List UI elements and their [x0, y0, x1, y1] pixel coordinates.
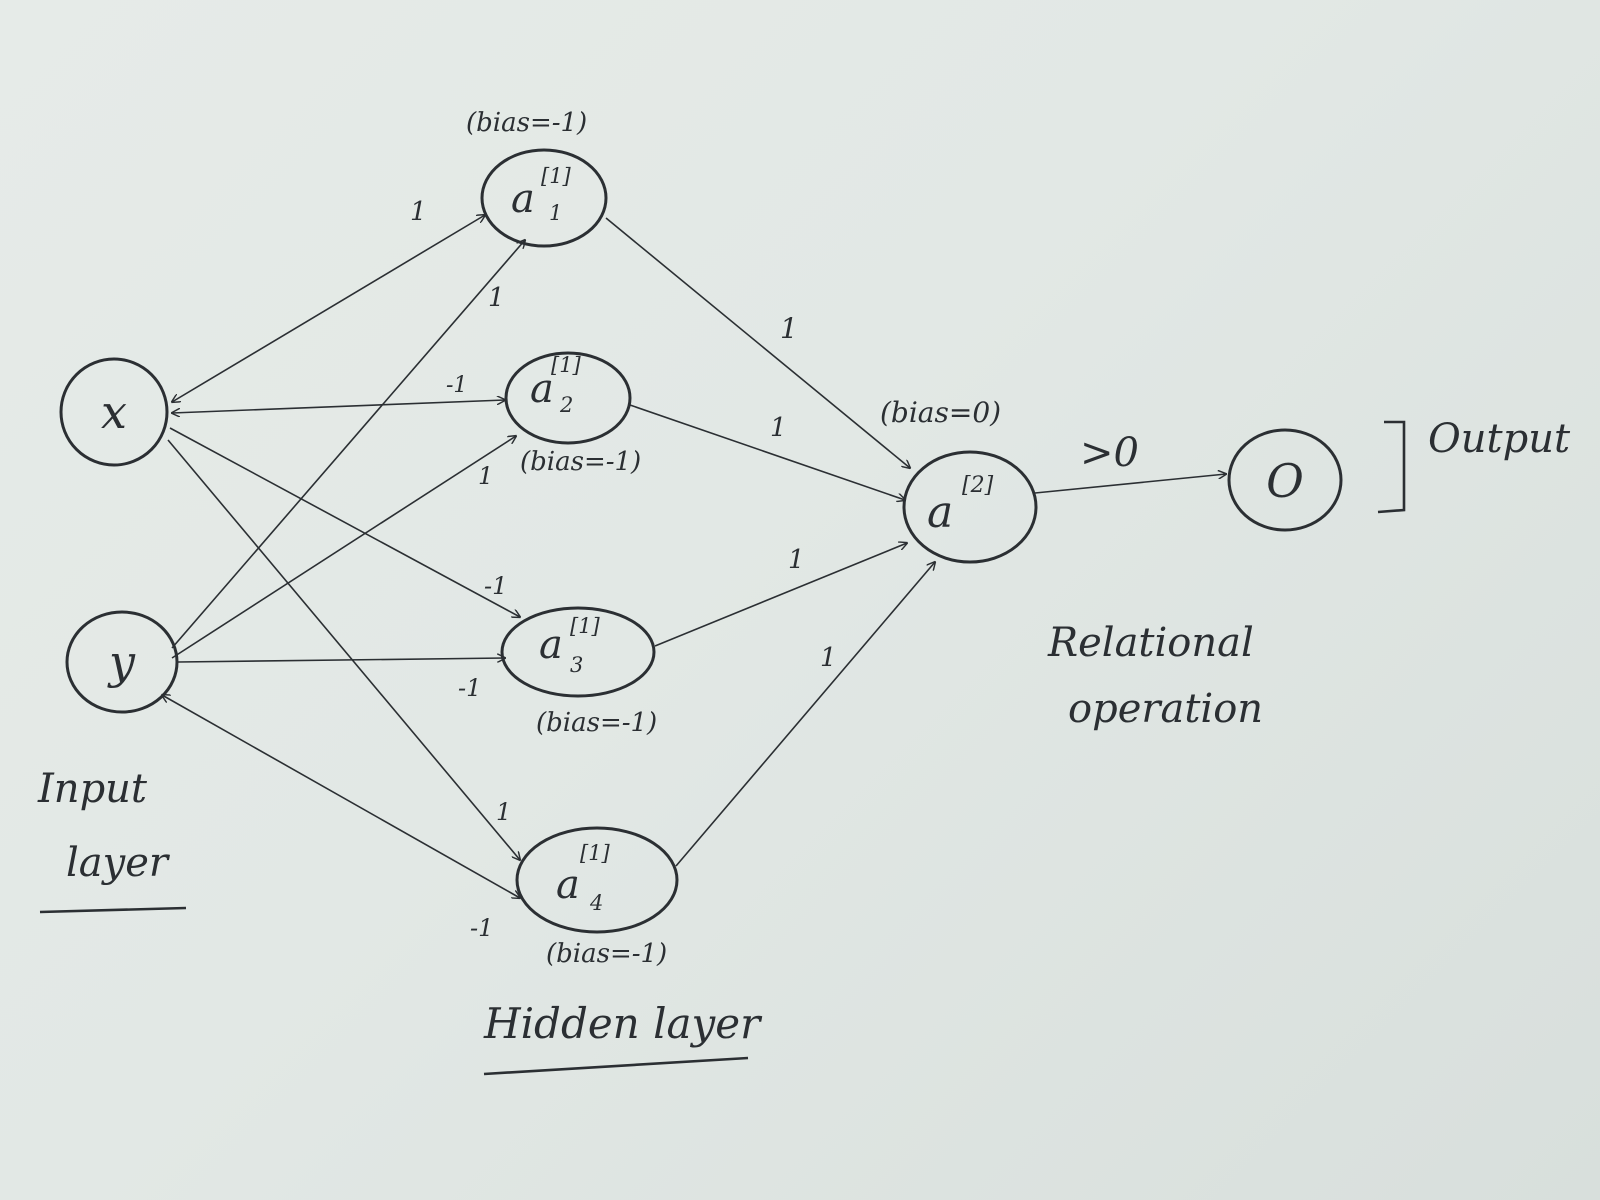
node-a3: a [1] 3 (bias=-1): [500, 606, 657, 738]
edge-a1-out: [605, 217, 910, 468]
weight-x-a1: 1: [410, 197, 427, 227]
node-a1: a [1] 1 (bias=-1): [466, 108, 608, 248]
edge-a2-out: [629, 404, 905, 500]
weight-y-a3: -1: [458, 674, 481, 702]
relation-label: >0: [1080, 430, 1139, 476]
node-x-label: x: [101, 385, 127, 439]
node-a4-base: a: [556, 862, 580, 908]
node-a4-bias: (bias=-1): [546, 939, 667, 969]
node-a2-bias: (bias=-1): [520, 447, 641, 477]
weight-y-a4: -1: [470, 914, 493, 942]
edge-a3-out: [654, 543, 907, 647]
node-a1-sup: [1]: [541, 164, 572, 188]
edge-y-a1: [171, 240, 525, 649]
node-a2: a [1] 2 (bias=-1): [504, 351, 641, 477]
hidden-layer-annotation: Hidden layer: [483, 999, 763, 1076]
weight-a4-out: 1: [820, 643, 837, 673]
edge-x-a2: [172, 400, 505, 413]
node-output-label: O: [1266, 454, 1304, 508]
node-a-out-sup: [2]: [962, 473, 994, 498]
node-a3-sup: [1]: [570, 614, 601, 638]
edge-x-a1: [172, 215, 485, 402]
node-a3-base: a: [539, 622, 563, 668]
input-layer-label: layer: [66, 840, 171, 886]
edges: [162, 215, 1226, 898]
node-a2-sup: [1]: [551, 353, 582, 377]
weight-a2-out: 1: [770, 413, 787, 443]
edge-aout-output: [1034, 474, 1226, 494]
weight-a1-out: 1: [780, 312, 798, 345]
node-a2-sub: 2: [559, 393, 573, 417]
input-label: Input: [37, 766, 148, 812]
node-a3-bias: (bias=-1): [536, 708, 657, 738]
node-a-out-bias: (bias=0): [880, 396, 1001, 429]
operation-label: operation: [1068, 686, 1263, 732]
hidden-layer-underline: [483, 1056, 749, 1076]
input-layer-annotation: Input layer: [37, 766, 187, 914]
edge-x-a4: [167, 439, 520, 860]
input-layer-underline: [39, 906, 187, 914]
edge-y-a2: [171, 436, 516, 659]
edge-a4-out: [675, 562, 935, 867]
node-a4: a [1] 4 (bias=-1): [515, 826, 679, 969]
node-a-out-base: a: [927, 487, 953, 538]
node-output: O: [1227, 428, 1343, 532]
relational-label: Relational: [1047, 620, 1254, 666]
edge-x-a3: [169, 427, 520, 617]
node-a4-sup: [1]: [580, 841, 611, 865]
weight-a3-out: 1: [788, 545, 805, 575]
edge-y-a4: [162, 695, 520, 898]
node-a1-sub: 1: [549, 201, 562, 225]
weight-y-a1: 1: [488, 283, 505, 313]
weight-labels: 1 1 -1 1 -1 -1 1 -1 1 1 1 1: [410, 197, 837, 942]
node-a3-sub: 3: [570, 653, 583, 677]
node-a4-sub: 4: [589, 891, 603, 915]
hidden-layer-label: Hidden layer: [483, 999, 763, 1048]
weight-x-a2: -1: [446, 373, 467, 398]
weight-x-a4: 1: [496, 798, 511, 826]
node-y: y: [65, 610, 179, 714]
node-a-out: a [2] (bias=0): [880, 396, 1038, 564]
weight-x-a3: -1: [484, 572, 507, 600]
output-annotation: Output: [1377, 416, 1571, 514]
node-y-label: y: [107, 635, 136, 689]
output-label: Output: [1428, 416, 1571, 462]
node-a2-base: a: [530, 366, 554, 412]
node-a1-bias: (bias=-1): [466, 108, 587, 138]
relational-annotation: Relational operation: [1047, 620, 1263, 732]
edge-y-a3: [177, 658, 505, 663]
node-x: x: [59, 357, 169, 467]
output-bracket: [1377, 420, 1406, 514]
weight-y-a2: 1: [478, 462, 493, 490]
node-a1-base: a: [511, 176, 535, 222]
